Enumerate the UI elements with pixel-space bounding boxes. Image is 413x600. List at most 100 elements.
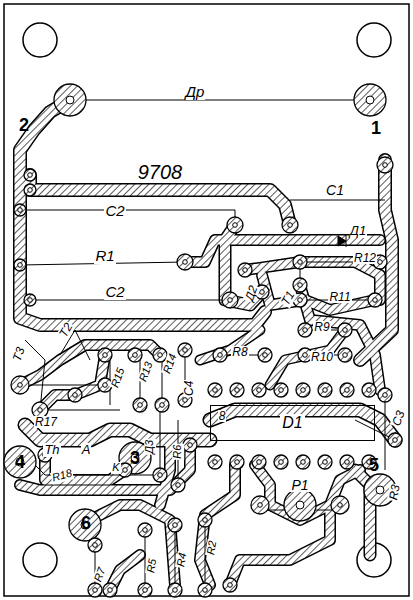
solder-pad: [293, 255, 307, 269]
drill-hole: [323, 460, 328, 465]
part-name: D1: [280, 414, 304, 432]
component-line: [385, 395, 386, 470]
drill-hole: [303, 328, 308, 333]
solder-pad: [198, 583, 212, 597]
part-label: P1: [290, 478, 309, 493]
drill-hole: [176, 483, 181, 488]
solder-pad: [24, 294, 36, 306]
terminal-number: 4: [14, 453, 26, 472]
solder-pad: [274, 383, 288, 397]
trace-outline: [20, 100, 265, 325]
part-label: Д1: [349, 224, 367, 238]
drill-hole: [343, 353, 348, 358]
drill-hole: [28, 188, 33, 193]
drill-hole: [367, 388, 372, 393]
part-label: C2: [104, 203, 125, 219]
solder-pad: [251, 496, 269, 514]
drill-hole: [203, 518, 208, 523]
drill-hole: [18, 208, 23, 213]
drill-hole: [158, 353, 163, 358]
drill-hole: [18, 263, 23, 268]
drill-hole: [143, 588, 148, 593]
part-label: R2: [205, 539, 219, 557]
solder-pad: [88, 583, 102, 597]
trace-outline: [210, 410, 395, 440]
component-line: [30, 300, 225, 301]
drill-hole: [93, 543, 98, 548]
solder-pad: [177, 254, 193, 270]
drill-hole: [323, 388, 328, 393]
solder-pad: [318, 383, 332, 397]
drill-hole: [298, 298, 303, 303]
drill-hole: [66, 96, 74, 104]
drill-hole: [108, 588, 113, 593]
solder-pad: [377, 157, 393, 173]
trace-outline: [20, 345, 160, 385]
solder-pad: [252, 455, 266, 469]
solder-pad: [252, 383, 266, 397]
part-label: Др: [185, 84, 206, 100]
part-label: R9: [313, 321, 330, 334]
drill-hole: [263, 353, 268, 358]
drill-hole: [338, 503, 343, 508]
solder-pad: [208, 455, 222, 469]
part-label: R7: [92, 565, 108, 584]
drill-hole: [378, 260, 383, 265]
drill-hole: [301, 460, 306, 465]
copper-traces: [20, 100, 395, 590]
drill-hole: [228, 298, 233, 303]
drill-hole: [183, 398, 188, 403]
part-label: R1: [94, 248, 115, 264]
solder-pad: [296, 383, 310, 397]
drill-hole: [233, 223, 238, 228]
trace-outline: [270, 330, 345, 385]
solder-pad: [338, 348, 352, 362]
part-label: C2: [104, 284, 125, 300]
terminal-number: 6: [80, 514, 92, 533]
solder-pad: [171, 478, 185, 492]
solder-pad: [4, 446, 36, 478]
drill-hole: [133, 353, 138, 358]
trace: [20, 345, 160, 385]
drill-hole: [343, 328, 348, 333]
part-label: Th: [43, 443, 60, 457]
drill-hole: [93, 588, 98, 593]
drill-hole: [376, 486, 384, 494]
solder-pad: [282, 217, 298, 233]
part-label: R17: [34, 416, 58, 429]
drill-hole: [218, 353, 223, 358]
drill-hole: [173, 588, 178, 593]
drill-hole: [213, 460, 218, 465]
drill-hole: [28, 173, 33, 178]
drill-hole: [143, 528, 148, 533]
drill-hole: [383, 393, 388, 398]
component-outlines: [20, 100, 395, 590]
solder-pad: [340, 383, 354, 397]
solder-pad: [318, 455, 332, 469]
drill-hole: [73, 393, 78, 398]
component-line: [40, 410, 120, 411]
trace: [30, 175, 290, 225]
component-line: [70, 100, 370, 101]
trace-outline: [90, 505, 175, 585]
part-label: 8: [218, 410, 227, 423]
component-line: [205, 520, 206, 590]
solder-pad: [388, 433, 402, 447]
terminal-number: 2: [18, 116, 30, 135]
solder-pad: [331, 496, 349, 514]
solder-pad: [378, 388, 392, 402]
solder-pad: [24, 169, 36, 181]
solder-pad: [103, 583, 117, 597]
part-label: R6: [172, 444, 184, 460]
drill-hole: [18, 383, 23, 388]
drill-hole: [345, 460, 350, 465]
solder-pad: [69, 509, 101, 541]
trace: [210, 410, 395, 440]
part-label: R4: [175, 551, 189, 569]
drill-hole: [160, 403, 165, 408]
drill-hole: [183, 348, 188, 353]
drill-hole: [296, 501, 304, 509]
solder-pad: [238, 263, 252, 277]
solder-pad: [338, 323, 352, 337]
